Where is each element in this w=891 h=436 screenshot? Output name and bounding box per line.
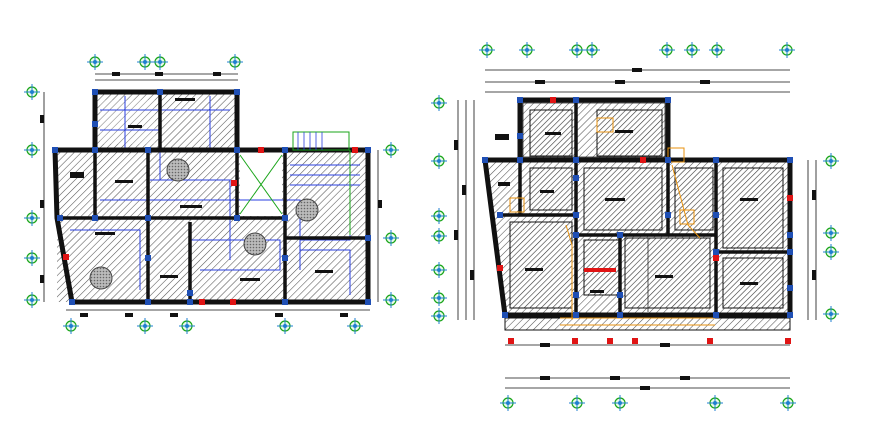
left-floor-plan xyxy=(24,54,399,334)
right-floor-plan xyxy=(431,42,839,411)
